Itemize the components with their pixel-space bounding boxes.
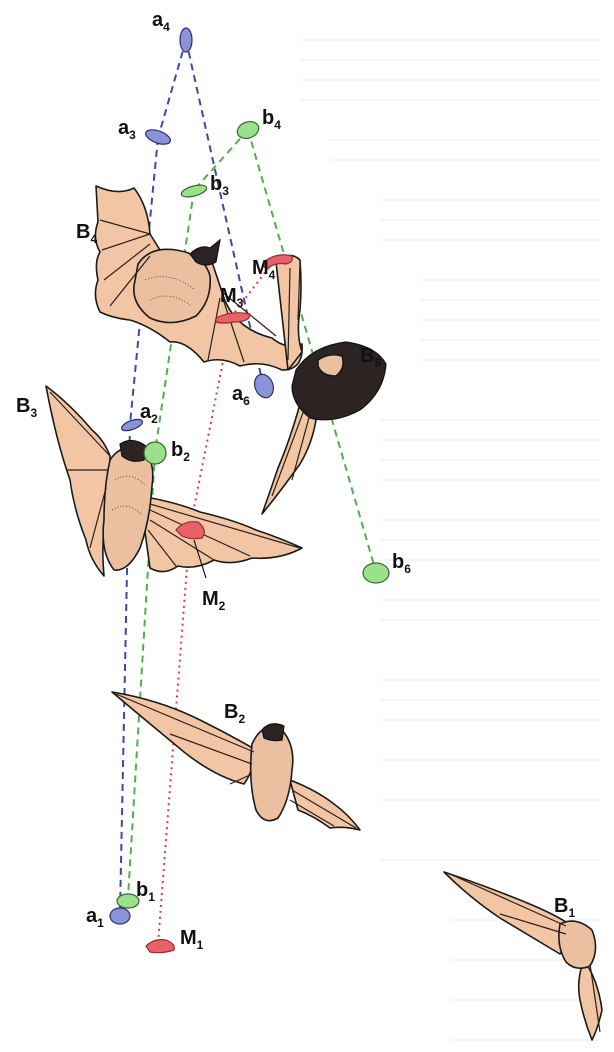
label-bat-b1: B1 <box>554 895 575 920</box>
marker-b2 <box>144 442 166 464</box>
label-a3: a3 <box>118 117 136 142</box>
label-a6: a6 <box>232 383 250 408</box>
marker-a1 <box>110 908 130 924</box>
label-b6: b6 <box>392 551 411 576</box>
label-m2: M2 <box>202 588 226 613</box>
label-b1: b1 <box>136 879 155 904</box>
label-a4: a4 <box>152 9 170 34</box>
background-text-lines <box>300 40 600 1040</box>
marker-a4 <box>180 28 192 52</box>
label-bat-b2: B2 <box>224 701 245 726</box>
label-bat-b3: B3 <box>16 395 37 420</box>
label-a2: a2 <box>140 401 158 426</box>
marker-b3 <box>180 183 208 199</box>
marker-b6 <box>363 563 389 583</box>
marker-b4 <box>235 119 261 142</box>
label-bat-b6: B6 <box>360 345 381 370</box>
label-b3: b3 <box>210 173 229 198</box>
bat-b6 <box>262 255 386 514</box>
marker-m1 <box>146 940 174 953</box>
bat-b3 <box>46 386 302 576</box>
label-b4: b4 <box>262 107 281 132</box>
label-bat-b4: B4 <box>76 221 97 246</box>
label-m1: M1 <box>180 927 204 952</box>
marker-a6 <box>251 372 276 401</box>
label-b2: b2 <box>171 439 190 464</box>
bat-b1 <box>444 872 602 1040</box>
track-a-line-a4-a3 <box>158 40 186 138</box>
label-m3: M3 <box>220 285 244 310</box>
label-a1: a1 <box>86 905 104 930</box>
